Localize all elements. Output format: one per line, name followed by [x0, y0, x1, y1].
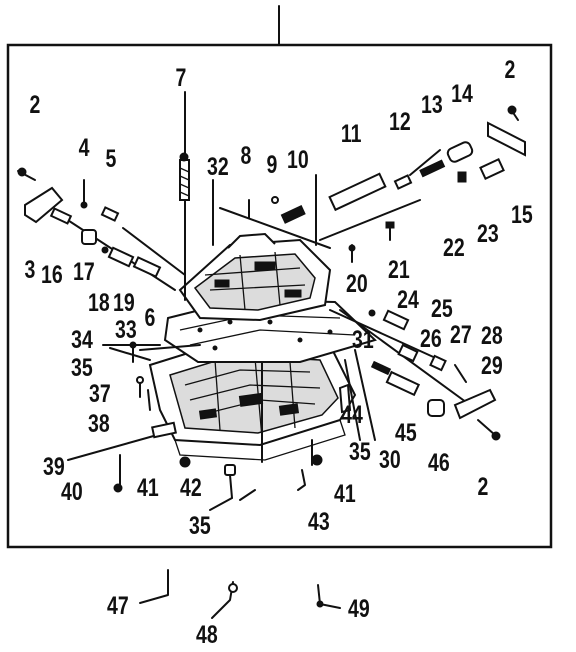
callout-22: 22 — [443, 234, 465, 262]
callout-44: 44 — [341, 401, 363, 429]
callout-38: 38 — [88, 410, 110, 438]
callout-19: 19 — [113, 289, 135, 317]
callout-16: 16 — [41, 261, 63, 289]
callout-10: 10 — [287, 146, 309, 174]
callout-34: 34 — [71, 326, 93, 354]
callout-2-top-left: 2 — [30, 91, 41, 119]
callout-3: 3 — [25, 256, 36, 284]
callout-21: 21 — [388, 256, 410, 284]
callout-41-left: 41 — [137, 474, 159, 502]
callout-40: 40 — [61, 478, 83, 506]
callout-9: 9 — [267, 151, 278, 179]
valve-body-assembly — [148, 232, 377, 463]
callout-11: 11 — [341, 120, 362, 148]
callout-6: 6 — [145, 304, 156, 332]
callout-37: 37 — [89, 380, 111, 408]
callout-35-left: 35 — [71, 354, 93, 382]
diagram-frame — [6, 5, 553, 549]
callout-5: 5 — [106, 145, 117, 173]
callout-24: 24 — [397, 286, 419, 314]
callout-17: 17 — [73, 258, 95, 286]
callout-42: 42 — [180, 474, 202, 502]
callout-48: 48 — [196, 621, 218, 649]
callout-29: 29 — [481, 352, 503, 380]
callout-31: 31 — [352, 326, 374, 354]
callout-46: 46 — [428, 449, 450, 477]
callout-47: 47 — [107, 592, 129, 620]
callout-41-right: 41 — [334, 480, 356, 508]
callout-35-middle: 35 — [349, 438, 371, 466]
callout-labels: 2 2 2 3 4 5 6 7 8 9 10 11 12 13 14 15 16… — [25, 56, 533, 649]
callout-45: 45 — [395, 419, 417, 447]
callout-2-right: 2 — [478, 473, 489, 501]
callout-12: 12 — [389, 108, 411, 136]
callout-27: 27 — [450, 321, 472, 349]
callout-25: 25 — [431, 295, 453, 323]
callout-8: 8 — [241, 142, 252, 170]
callout-35-bottom: 35 — [189, 512, 211, 540]
callout-30: 30 — [379, 446, 401, 474]
callout-43: 43 — [308, 508, 330, 536]
callout-2-top-right: 2 — [505, 56, 516, 84]
callout-20: 20 — [346, 270, 368, 298]
callout-14: 14 — [451, 80, 473, 108]
callout-28: 28 — [481, 322, 503, 350]
callout-49: 49 — [348, 595, 370, 623]
callout-13: 13 — [421, 91, 443, 119]
callout-7: 7 — [176, 64, 187, 92]
callout-23: 23 — [477, 220, 499, 248]
callout-15: 15 — [511, 201, 533, 229]
callout-18: 18 — [88, 289, 110, 317]
callout-33: 33 — [115, 316, 137, 344]
callout-4: 4 — [79, 134, 90, 162]
component-parts — [17, 105, 526, 619]
callout-26: 26 — [420, 325, 442, 353]
callout-39: 39 — [43, 453, 65, 481]
callout-32: 32 — [207, 153, 229, 181]
